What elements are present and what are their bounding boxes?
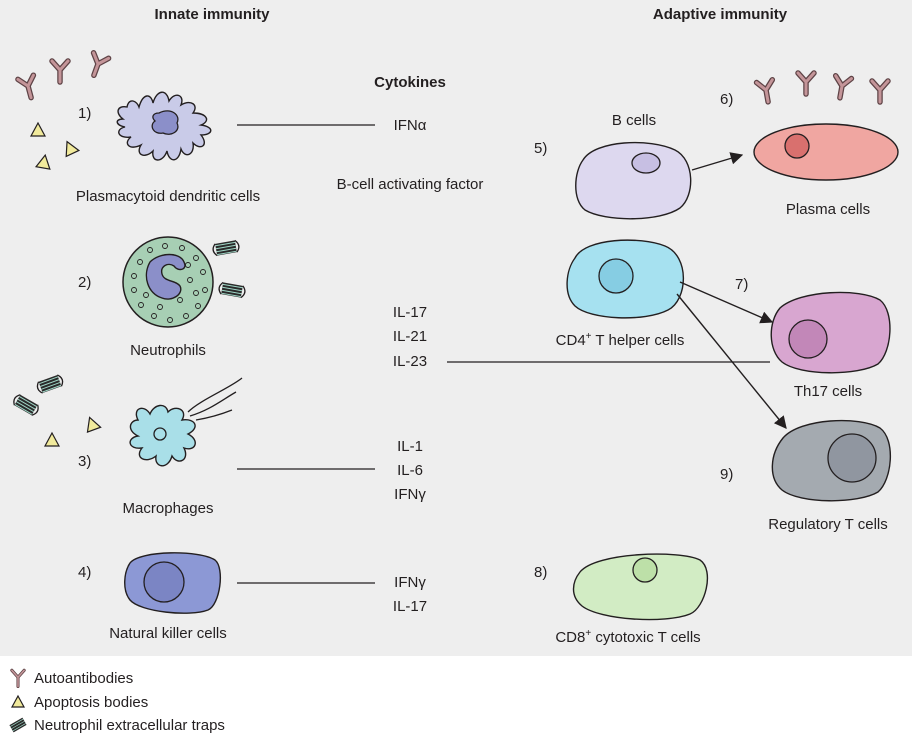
- natural-killer-cell: [124, 552, 222, 614]
- cd4-to-th17-arrow: [679, 281, 774, 324]
- regulatory-t-cell: [771, 419, 892, 502]
- treg-label: Regulatory T cells: [768, 516, 888, 533]
- neutrophils-label: Neutrophils: [130, 342, 206, 359]
- cytokine-baff: B-cell activating factor: [336, 176, 484, 193]
- th17-cell: [770, 291, 891, 374]
- adaptive-number-5: 5): [534, 140, 548, 157]
- macrophages-label: Macrophages: [122, 500, 214, 517]
- innate-immunity-header: Innate immunity: [154, 6, 270, 23]
- cytokine-il6: IL-6: [397, 462, 423, 479]
- pdc-label: Plasmacytoid dendritic cells: [75, 188, 261, 205]
- legend-autoantibodies: Autoantibodies: [8, 668, 133, 688]
- cytokine-ifng-macrophage: IFNγ: [394, 486, 426, 503]
- legend-nets: Neutrophil extracellular traps: [8, 715, 225, 735]
- cd8-label: CD8+ cytotoxic T cells: [555, 628, 701, 646]
- cd4-to-treg-arrow: [676, 293, 787, 429]
- cytokine-il17-nk: IL-17: [392, 598, 428, 615]
- adaptive-number-6: 6): [720, 91, 734, 108]
- apoptosis-body-icon: [10, 694, 26, 708]
- autoantibody-icon: [18, 53, 109, 100]
- innate-number-4: 4): [78, 564, 92, 581]
- adaptive-immunity-header: Adaptive immunity: [652, 6, 788, 23]
- plasmacytoid-dendritic-cell: [116, 91, 212, 161]
- nk-label: Natural killer cells: [109, 625, 227, 642]
- autoantibody-icon: [10, 668, 26, 688]
- apoptosis-body-icon: [44, 414, 102, 447]
- plasma-cell: [753, 123, 899, 181]
- innate-number-2: 2): [78, 274, 92, 291]
- plasma-cells-label: Plasma cells: [785, 201, 871, 218]
- neutrophil-cell: [122, 236, 214, 328]
- innate-number-3: 3): [78, 453, 92, 470]
- adaptive-number-7: 7): [735, 276, 749, 293]
- legend-label: Neutrophil extracellular traps: [34, 716, 225, 734]
- cd8-cytotoxic-t-cell: [572, 553, 709, 621]
- adaptive-number-8: 8): [534, 564, 548, 581]
- cytokine-il17: IL-17: [392, 304, 428, 321]
- innate-number-1: 1): [78, 105, 92, 122]
- cytokine-il23: IL-23: [392, 353, 428, 370]
- apoptosis-body-icon: [30, 122, 80, 170]
- b-cells-label: B cells: [611, 112, 657, 129]
- b-cell: [575, 141, 692, 220]
- b-to-plasma-arrow: [691, 152, 744, 171]
- immune-diagram: [11, 0, 899, 621]
- autoantibody-icon: [757, 73, 888, 103]
- macrophage-cell: [129, 377, 243, 467]
- net-icon: [9, 717, 27, 733]
- legend-label: Autoantibodies: [34, 669, 134, 687]
- cd4-t-helper-cell: [566, 239, 685, 319]
- th17-label: Th17 cells: [793, 383, 863, 400]
- legend-apoptosis-bodies: Apoptosis bodies: [8, 692, 148, 712]
- cd4-label: CD4+ T helper cells: [555, 331, 685, 349]
- cytokine-il1: IL-1: [397, 438, 423, 455]
- cytokine-ifna: IFNα: [393, 117, 427, 134]
- cytokine-ifng-nk: IFNγ: [394, 574, 426, 591]
- adaptive-number-9: 9): [720, 466, 734, 483]
- legend-label: Apoptosis bodies: [34, 693, 149, 711]
- cytokine-il21: IL-21: [392, 328, 428, 345]
- cytokines-header: Cytokines: [374, 74, 446, 91]
